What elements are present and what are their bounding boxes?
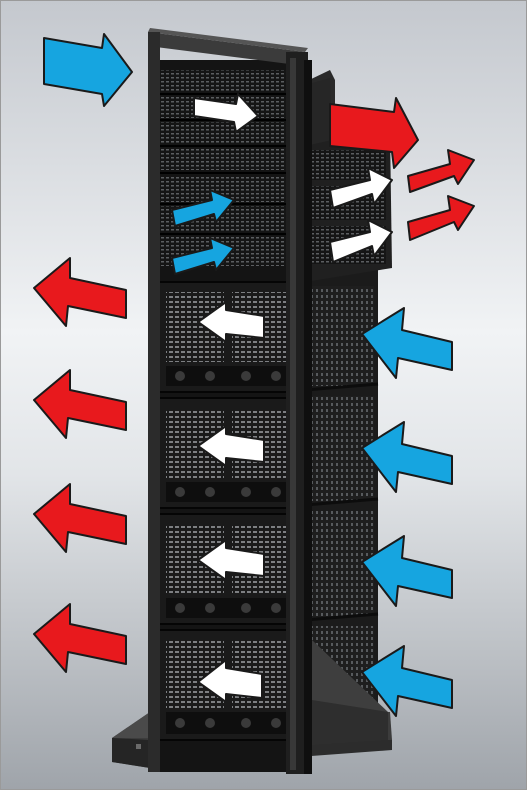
rack-front-equipment xyxy=(152,60,305,772)
chassis-unit-1 xyxy=(158,282,300,392)
top-switch-units xyxy=(160,70,298,266)
